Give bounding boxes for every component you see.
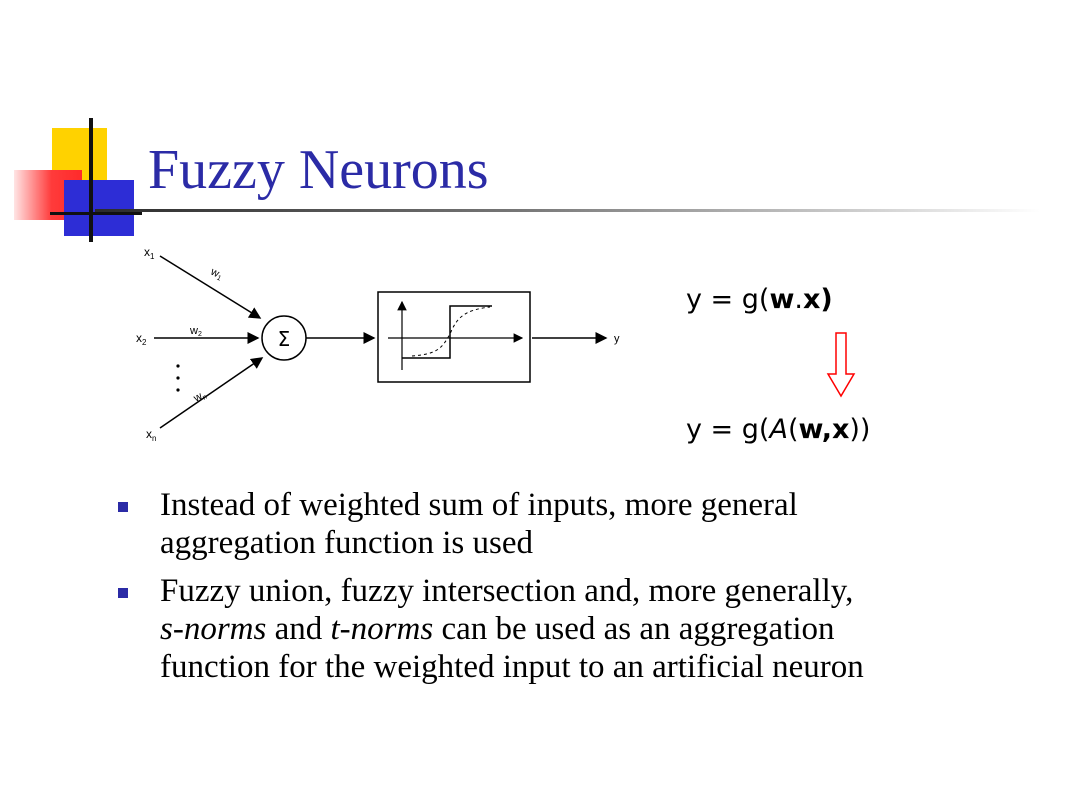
- formula-text: ,: [821, 414, 832, 445]
- bullet-text: and: [266, 611, 331, 647]
- summation-symbol: Σ: [278, 327, 291, 351]
- formula-text: x: [803, 284, 821, 315]
- logo-horizontal-line: [50, 212, 142, 215]
- bullet-text: can be used as an aggregation: [433, 611, 835, 647]
- decorative-logo: [0, 0, 160, 260]
- input-line-n: [159, 357, 264, 429]
- sigmoid-curve: [411, 306, 491, 357]
- formula-text: A: [769, 414, 788, 445]
- logo-vertical-line: [89, 118, 93, 242]
- formula-text: y = g(: [686, 414, 770, 445]
- formula-text: ): [820, 284, 833, 315]
- formula-aggregation: y = g(A(w,x)): [686, 414, 870, 445]
- weight-label-w1: w1: [207, 265, 224, 282]
- bullet-line: Instead of weighted sum of inputs, more …: [160, 487, 798, 523]
- weight-label-w2: w2: [189, 325, 202, 338]
- input-label-x1: x1: [144, 245, 155, 261]
- formula-text: (: [787, 414, 799, 445]
- bullet-line: function for the weighted input to an ar…: [160, 649, 864, 685]
- bullet-line: s-norms and t-norms can be used as an ag…: [160, 610, 1058, 648]
- slide-title: Fuzzy Neurons: [148, 139, 489, 201]
- bullet-line: Fuzzy union, fuzzy intersection and, mor…: [160, 573, 854, 609]
- ellipsis-dot: [176, 376, 180, 380]
- down-arrow-icon: [826, 332, 856, 398]
- formula-text: w: [769, 284, 795, 315]
- bullet-line: aggregation function is used: [160, 525, 533, 561]
- input-label-xn: xn: [146, 427, 156, 443]
- neuron-diagram: x1 x2 xn w1 w2 wn Σ y: [136, 245, 620, 443]
- bullet-marker-icon: [118, 588, 128, 598]
- bullet-marker-icon: [118, 502, 128, 512]
- ellipsis-dot: [176, 364, 180, 368]
- bullet-item: Instead of weighted sum of inputs, more …: [118, 486, 1058, 562]
- s-norms-text: s-norms: [160, 611, 267, 647]
- formula-text: x: [831, 414, 850, 445]
- bullet-item: Fuzzy union, fuzzy intersection and, mor…: [118, 572, 1058, 686]
- ellipsis-dot: [176, 388, 180, 392]
- bullet-list: Instead of weighted sum of inputs, more …: [118, 486, 1058, 696]
- logo-blue-square: [64, 180, 134, 236]
- formula-text: )): [849, 414, 871, 445]
- t-norms-text: t-norms: [330, 611, 434, 647]
- output-label: y: [614, 333, 620, 345]
- formula-text: y = g(: [686, 284, 770, 315]
- formula-text: w: [798, 414, 822, 445]
- formula-weighted-sum: y = g(w.x): [686, 284, 833, 315]
- input-label-x2: x2: [136, 331, 147, 347]
- step-function-curve: [402, 305, 492, 359]
- input-line-1: [159, 255, 262, 319]
- title-underline: [95, 209, 1040, 212]
- formula-text: .: [794, 284, 803, 315]
